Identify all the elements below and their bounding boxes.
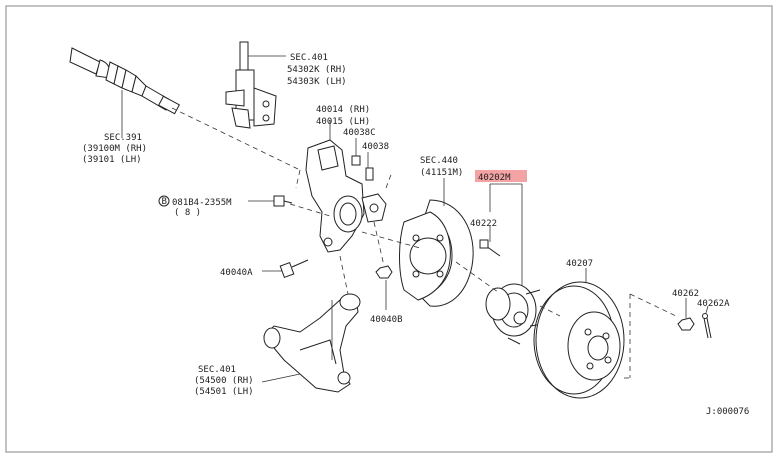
label-40202m[interactable]: 40202M: [478, 173, 511, 183]
label-40014[interactable]: 40014 (RH): [316, 105, 370, 115]
highlight-40202m: [475, 170, 527, 182]
label-sec440[interactable]: SEC.440: [420, 156, 458, 166]
bolt-40038[interactable]: [365, 152, 374, 181]
label-40262a[interactable]: 40262A: [697, 299, 730, 309]
lower-arm[interactable]: [263, 293, 361, 393]
label-40222[interactable]: 40222: [470, 219, 497, 229]
label-40015[interactable]: 40015 (LH): [316, 117, 370, 127]
label-bolt-circle: B: [162, 197, 167, 207]
steering-knuckle[interactable]: [305, 120, 387, 253]
nut-40040b[interactable]: [375, 265, 393, 310]
brake-rotor[interactable]: [533, 268, 625, 399]
cotter-pin-40262a[interactable]: [702, 305, 712, 339]
label-40040b[interactable]: 40040B: [370, 315, 403, 325]
nut-40038c[interactable]: [351, 138, 361, 166]
label-54303k[interactable]: 54303K (LH): [287, 77, 347, 87]
label-40038c[interactable]: 40038C: [343, 128, 376, 138]
diagram-code: J:000076: [706, 407, 749, 417]
diagram-frame: [5, 5, 773, 453]
label-54500[interactable]: (54500 (RH): [194, 376, 254, 386]
label-40038[interactable]: 40038: [362, 142, 389, 152]
splash-guard[interactable]: [399, 178, 474, 307]
label-39100m[interactable]: (39100M (RH): [82, 144, 147, 154]
label-54501[interactable]: (54501 (LH): [194, 387, 254, 397]
label-41151m[interactable]: (41151M): [420, 168, 463, 178]
hub-bearing-assembly[interactable]: [485, 183, 545, 345]
label-40040a[interactable]: 40040A: [220, 268, 253, 278]
hub-nut-40262[interactable]: [677, 298, 695, 331]
label-40262[interactable]: 40262: [672, 289, 699, 299]
label-bolt-qty: ( 8 ): [174, 208, 201, 218]
label-sec401-top[interactable]: SEC.401: [290, 53, 328, 63]
label-sec401-bottom[interactable]: SEC.401: [198, 365, 236, 375]
bolt-40040a[interactable]: [262, 259, 309, 278]
drive-shaft[interactable]: [69, 47, 180, 138]
strut-assembly[interactable]: [225, 41, 286, 129]
hub-bolt-40222[interactable]: [479, 226, 501, 257]
label-40207[interactable]: 40207: [566, 259, 593, 269]
assembly-guide-lines: [171, 107, 677, 379]
label-39101[interactable]: (39101 (LH): [82, 155, 142, 165]
label-54302k[interactable]: 54302K (RH): [287, 65, 347, 75]
leader-sec401-bottom: [261, 373, 301, 383]
label-sec391[interactable]: SEC.391: [104, 133, 142, 143]
bolt-081b4[interactable]: [158, 195, 293, 207]
label-081b4[interactable]: 081B4-2355M: [172, 198, 232, 208]
